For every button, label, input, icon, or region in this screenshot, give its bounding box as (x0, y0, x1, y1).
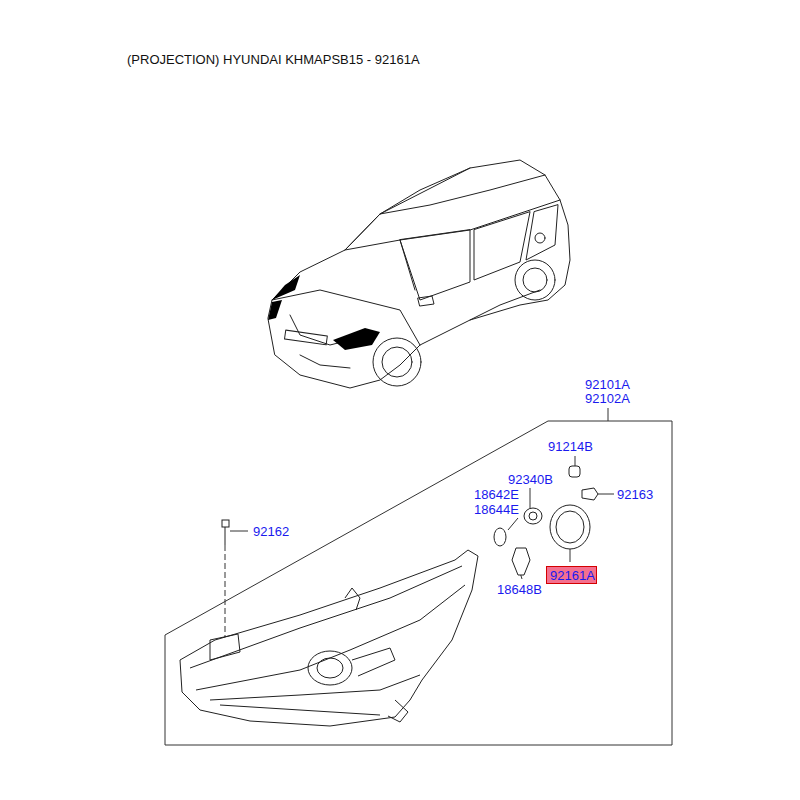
callout-number: 92163 (617, 488, 653, 501)
diagram-title: (PROJECTION) HYUNDAI KHMAPSB15 - 92161A (127, 53, 420, 66)
callout-number: 18644E (474, 503, 519, 516)
callout-number: 18642E (474, 488, 519, 501)
part-number: 92161A (550, 569, 593, 582)
callout-number: 92340B (508, 473, 553, 486)
callout-number: 92101A (585, 378, 630, 391)
callout-number: 92162 (253, 525, 289, 538)
highlighted-part-number: 92161A (546, 566, 597, 584)
callout-number: 18648B (497, 583, 542, 596)
callout-number: 92102A (585, 392, 630, 405)
callout-number: 91214B (548, 440, 593, 453)
